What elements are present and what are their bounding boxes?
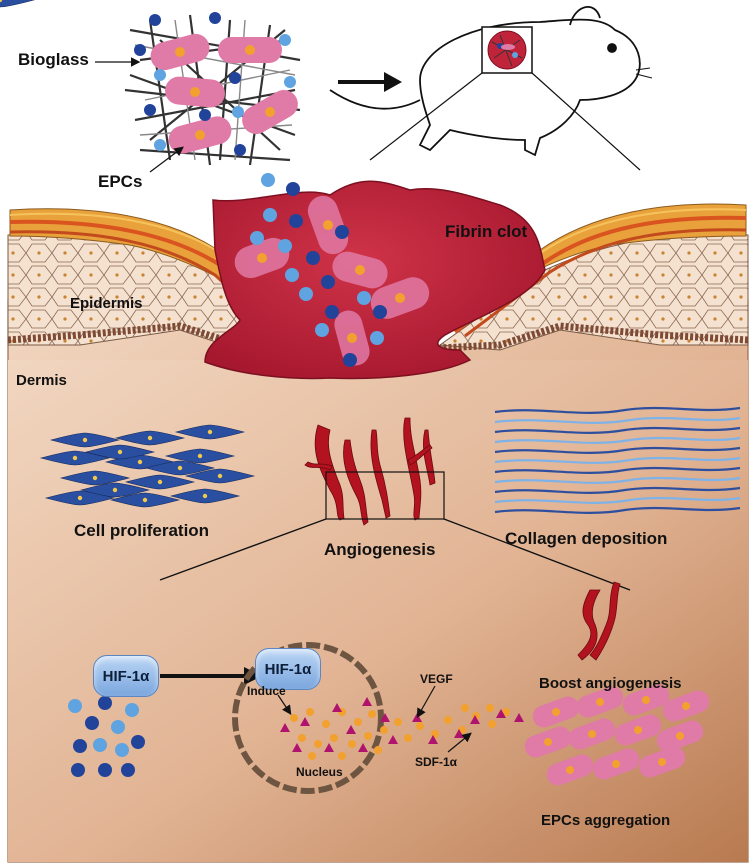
boost-vessel (577, 581, 621, 661)
induce-label: Induce (247, 684, 286, 698)
epcs-aggregate (524, 684, 710, 786)
boost-angiogenesis-label: Boost angiogenesis (539, 675, 682, 692)
epidermis-label: Epidermis (70, 295, 143, 312)
hif-protein-outside: HIF-1α (93, 655, 159, 697)
epcs-aggregation-label: EPCs aggregation (541, 812, 671, 829)
zoom-line-left (159, 518, 327, 581)
fibroblast-cluster (0, 0, 255, 508)
dermis-label: Dermis (16, 372, 67, 389)
mouse-wound-site (369, 26, 641, 171)
dermis-tissue (7, 299, 749, 863)
angiogenesis-label: Angiogenesis (324, 540, 436, 559)
zoom-line-right (443, 518, 631, 591)
mouse-illustration (329, 6, 653, 157)
hif-beads (68, 696, 145, 777)
nucleus-label: Nucleus (296, 765, 343, 779)
angiogenesis-zoom-box (325, 471, 445, 520)
vegf-label: VEGF (420, 672, 453, 686)
bioglass-label: Bioglass (18, 50, 89, 69)
epc-cell (332, 251, 388, 289)
epidermis-left (7, 208, 302, 352)
nucleus-membrane (232, 642, 384, 794)
epidermis-right (438, 203, 749, 352)
epc-cell (234, 237, 290, 279)
clot-epcs (234, 195, 430, 366)
vegf-molecules (290, 704, 510, 760)
sdf-molecules (280, 697, 524, 752)
epcs-label: EPCs (98, 172, 143, 191)
bioglass-scaffold (95, 12, 301, 173)
fibrin-clot-label: Fibrin clot (445, 222, 528, 241)
arrow-to-mouse (338, 72, 402, 92)
vegf-pointer (416, 685, 436, 719)
hif-protein-inside: HIF-1α (255, 648, 321, 690)
epc-cell (307, 195, 349, 255)
epc-cell (334, 310, 370, 366)
sdf-pointer (447, 732, 472, 753)
clot-bioglass-beads (250, 173, 387, 367)
collagen-fibers (494, 406, 741, 514)
collagen-deposition-label: Collagen deposition (505, 529, 668, 548)
cell-proliferation-label: Cell proliferation (74, 521, 210, 540)
induce-arrow (277, 694, 292, 715)
sdf-label: SDF-1α (415, 755, 458, 769)
